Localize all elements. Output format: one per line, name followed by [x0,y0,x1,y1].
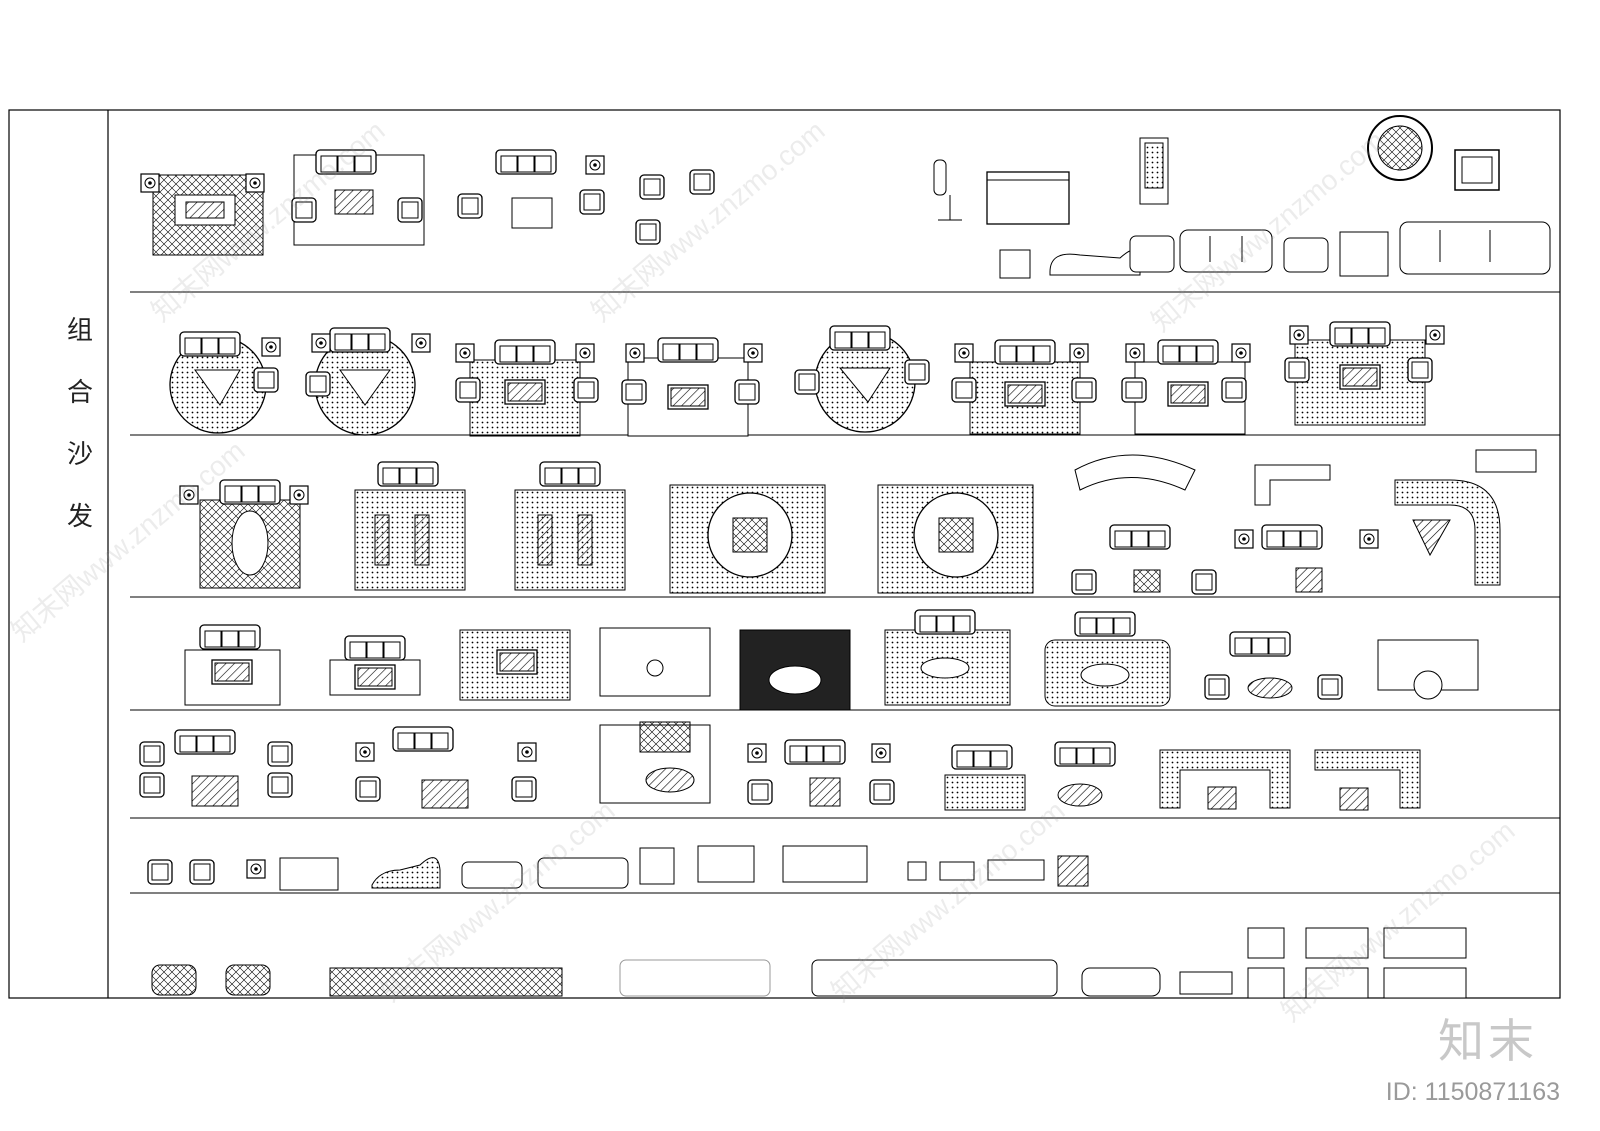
image-id-label: ID: 1150871163 [1385,1078,1560,1106]
row-2-blocks [169,321,1445,437]
title-char-1: 组 [66,316,93,346]
row-4-blocks [184,609,1479,711]
row-5-blocks [139,721,1421,811]
title-char-2: 合 [66,378,93,408]
sheet-title-vertical: 组 合 沙 发 [60,300,100,548]
row-dividers [130,291,1560,894]
row-6-blocks [147,845,1089,891]
brand-logo-text: 知末 [1438,1014,1538,1068]
row-7-blocks [151,927,1467,999]
title-char-3: 沙 [66,440,93,470]
row-3-blocks [179,449,1537,595]
title-char-4: 发 [66,502,93,532]
row-1-blocks [140,115,1551,279]
sheet-border [8,109,1561,999]
